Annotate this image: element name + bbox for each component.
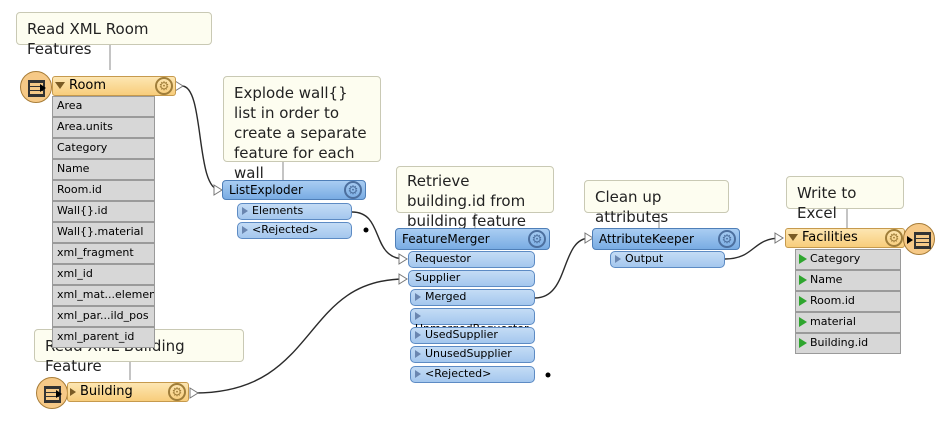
room-attribute: xml_fragment	[52, 243, 155, 264]
room-reader-name: Room	[69, 78, 107, 93]
annotation-cleanup: Clean up attributes	[584, 180, 729, 226]
gear-icon[interactable]: ⚙	[885, 229, 903, 247]
building-reader-header[interactable]: Building ⚙	[67, 382, 189, 402]
connection-room-to-listexploder	[181, 85, 221, 191]
port-label: Supplier	[415, 271, 461, 284]
connection-elements-to-requestor	[351, 211, 406, 260]
connection-output-to-facilities	[724, 237, 782, 260]
writer-attribute-label: Category	[810, 252, 861, 265]
port-label: <Rejected>	[252, 223, 319, 236]
port-triangle-icon	[242, 226, 248, 234]
connection-building-to-supplier	[194, 278, 406, 394]
writer-attribute: Room.id	[795, 291, 901, 312]
annotation-read-room: Read XML Room Features	[16, 12, 212, 58]
port-output[interactable]: Output	[610, 251, 725, 268]
database-reader-icon	[36, 377, 68, 409]
writer-attribute: material	[795, 312, 901, 333]
port-merged[interactable]: Merged	[410, 289, 535, 306]
writer-attribute: Building.id	[795, 333, 901, 354]
room-attribute: xml_parent_id	[52, 327, 155, 348]
room-attribute: xml_mat...element	[52, 285, 155, 306]
gear-icon[interactable]: ⚙	[168, 383, 186, 401]
room-attribute-list: Area Area.units Category Name Room.id Wa…	[52, 96, 155, 348]
facilities-writer-name: Facilities	[802, 230, 858, 245]
writer-attribute-label: Name	[810, 273, 843, 286]
room-attribute: Category	[52, 138, 155, 159]
port-label: <Rejected>	[425, 367, 492, 380]
room-attribute: Area	[52, 96, 155, 117]
room-attribute: Wall{}.id	[52, 201, 155, 222]
attribute-arrow-icon	[799, 338, 807, 348]
featuremerger-transformer[interactable]: FeatureMerger ⚙	[395, 228, 550, 250]
attributekeeper-transformer[interactable]: AttributeKeeper ⚙	[592, 228, 740, 250]
room-attribute: Room.id	[52, 180, 155, 201]
attribute-arrow-icon	[799, 275, 807, 285]
port-supplier[interactable]: Supplier	[408, 270, 535, 287]
port-triangle-icon	[415, 312, 421, 320]
room-attribute: Wall{}.material	[52, 222, 155, 243]
room-attribute: xml_id	[52, 264, 155, 285]
port-label: Requestor	[415, 252, 471, 265]
listexploder-transformer[interactable]: ListExploder ⚙	[222, 180, 366, 200]
writer-attribute: Name	[795, 270, 901, 291]
database-reader-icon	[20, 71, 52, 103]
building-reader-name: Building	[80, 384, 133, 399]
annotation-explode: Explode wall{} list in order to create a…	[223, 76, 381, 182]
port-rejected[interactable]: <Rejected>	[237, 222, 352, 239]
port-label: Output	[625, 252, 664, 265]
gear-icon[interactable]: ⚙	[155, 77, 173, 95]
port-triangle-icon	[415, 370, 421, 378]
port-unusedsupplier[interactable]: UnusedSupplier	[410, 346, 535, 363]
port-label: UsedSupplier	[425, 328, 498, 341]
connection-merged-to-attributekeeper	[534, 237, 591, 299]
room-attribute: Name	[52, 159, 155, 180]
attribute-arrow-icon	[799, 254, 807, 264]
expand-triangle-icon[interactable]	[70, 387, 76, 396]
attribute-arrow-icon	[799, 296, 807, 306]
port-triangle-icon	[615, 255, 621, 263]
annotation-write-excel: Write to Excel	[786, 176, 904, 222]
port-label: Merged	[425, 290, 467, 303]
port-unmergedrequestor[interactable]: UnmergedRequestor	[410, 308, 535, 335]
listexploder-rejected-end	[363, 227, 369, 233]
writer-attribute-label: material	[810, 315, 856, 328]
writer-attribute: Category	[795, 249, 901, 270]
port-usedsupplier[interactable]: UsedSupplier	[410, 327, 535, 344]
port-triangle-icon	[415, 350, 421, 358]
facilities-writer-header[interactable]: Facilities ⚙	[785, 228, 905, 248]
room-attribute: Area.units	[52, 117, 155, 138]
port-triangle-icon	[415, 331, 421, 339]
port-label: UnusedSupplier	[425, 347, 512, 360]
attributekeeper-name: AttributeKeeper	[599, 232, 694, 246]
database-writer-icon	[903, 223, 935, 255]
collapse-triangle-icon[interactable]	[788, 234, 798, 241]
attribute-arrow-icon	[799, 317, 807, 327]
room-reader-header[interactable]: Room ⚙	[52, 76, 176, 96]
writer-attribute-label: Building.id	[810, 336, 869, 349]
featuremerger-rejected-end	[545, 372, 551, 378]
gear-icon[interactable]: ⚙	[344, 181, 362, 199]
port-requestor[interactable]: Requestor	[408, 251, 535, 268]
port-label: Elements	[252, 204, 304, 217]
writer-attribute-label: Room.id	[810, 294, 855, 307]
listexploder-name: ListExploder	[229, 183, 303, 197]
facilities-attribute-list: Category Name Room.id material Building.…	[795, 249, 901, 354]
port-rejected[interactable]: <Rejected>	[410, 366, 535, 383]
featuremerger-name: FeatureMerger	[402, 232, 490, 246]
port-elements[interactable]: Elements	[237, 203, 352, 220]
port-triangle-icon	[415, 293, 421, 301]
room-attribute: xml_par...ild_pos	[52, 306, 155, 327]
gear-icon[interactable]: ⚙	[718, 230, 736, 248]
gear-icon[interactable]: ⚙	[528, 230, 546, 248]
annotation-retrieve: Retrieve building.id from building featu…	[396, 166, 554, 230]
collapse-triangle-icon[interactable]	[55, 82, 65, 89]
port-triangle-icon	[242, 207, 248, 215]
